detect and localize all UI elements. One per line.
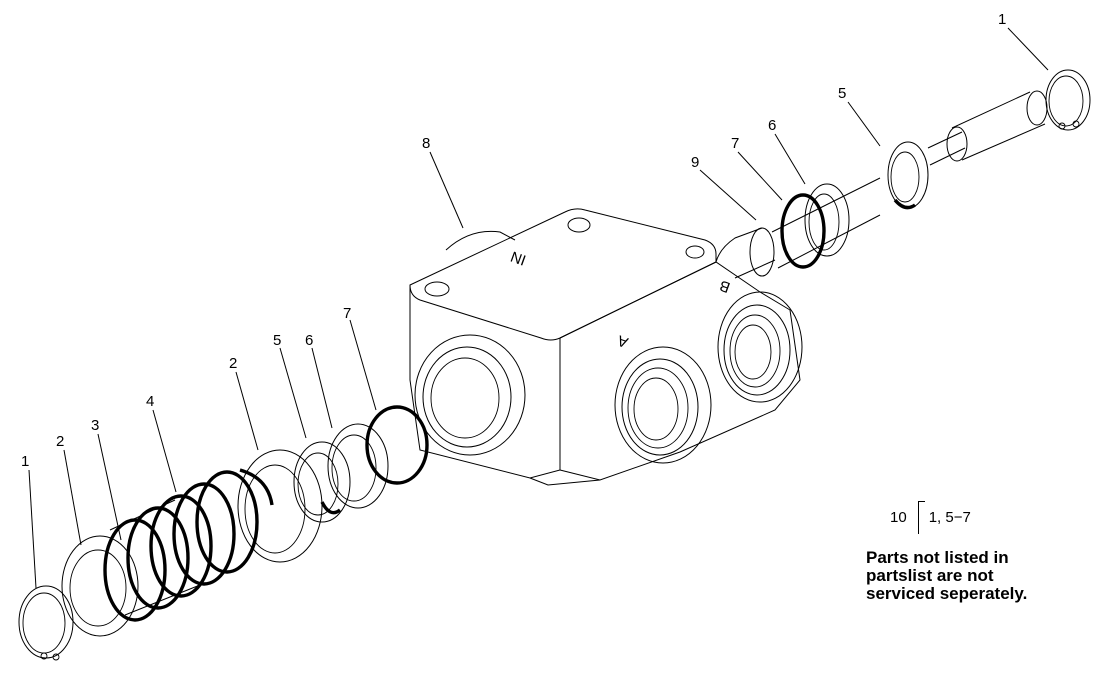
callout-4: 4 — [146, 393, 154, 410]
ring-5-left — [293, 441, 351, 523]
left-assembly — [18, 405, 429, 661]
callout-2-mid: 2 — [229, 355, 237, 372]
engraving-in: IN — [508, 247, 528, 268]
engraving-a: A — [615, 331, 630, 350]
callout-6-left: 6 — [305, 332, 313, 349]
service-note-line-2: partslist are not — [866, 566, 994, 585]
leader-lines — [28, 27, 1049, 589]
washer-6-left — [327, 423, 389, 509]
service-note: Parts not listed in partslist are not se… — [866, 549, 1027, 603]
kit-items: 1, 5−7 — [928, 508, 971, 526]
kit-bracket — [917, 500, 925, 534]
oring-7-left — [365, 405, 429, 485]
washer-6-right — [804, 183, 850, 257]
engraving-b: B — [717, 276, 732, 295]
snap-ring-1-left — [18, 585, 74, 661]
callout-5-left: 5 — [273, 332, 281, 349]
washer-2-left — [61, 535, 139, 637]
callout-6-right: 6 — [768, 117, 776, 134]
washer-2-mid — [237, 449, 323, 563]
callout-7-left: 7 — [343, 305, 351, 322]
callout-9: 9 — [691, 154, 699, 171]
callout-3: 3 — [91, 417, 99, 434]
snap-ring-1-right — [1045, 69, 1091, 131]
service-note-line-3: serviced seperately. — [866, 584, 1028, 603]
spool-end-cylinder — [946, 90, 1048, 162]
kit-reference: 10 1, 5−7 — [890, 500, 971, 534]
callout-5-right: 5 — [838, 85, 846, 102]
callout-1-left: 1 — [21, 453, 29, 470]
port-a — [614, 346, 712, 464]
callout-7-right: 7 — [731, 135, 739, 152]
ring-5-right — [887, 141, 929, 210]
port-b — [717, 291, 803, 403]
service-note-line-1: Parts not listed in — [866, 548, 1009, 567]
spring-seat-3 — [109, 499, 201, 616]
oring-7-right — [780, 193, 826, 269]
callout-1-right: 1 — [998, 11, 1006, 28]
kit-number: 10 — [890, 508, 907, 526]
callout-8: 8 — [422, 135, 430, 152]
valve-body: IN B A — [409, 208, 803, 486]
port-left — [414, 334, 526, 456]
spool-assembly — [715, 69, 1091, 279]
callout-2-left: 2 — [56, 433, 64, 450]
callout-numbers: 1 2 3 4 2 5 6 7 8 9 7 6 5 1 — [21, 11, 1006, 470]
